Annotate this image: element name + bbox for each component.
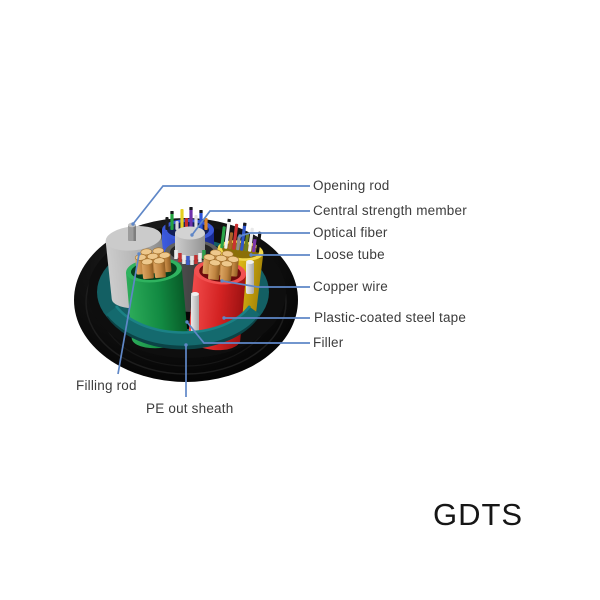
label-filling-rod: Filling rod [76, 378, 137, 393]
label-filler: Filler [313, 335, 344, 350]
label-loose-tube: Loose tube [316, 247, 385, 262]
optical-fibers-blue-tube [165, 207, 208, 230]
fiber-tips-fringe [174, 250, 206, 265]
label-optical-fiber: Optical fiber [313, 225, 388, 240]
copper-wires-red [202, 249, 240, 282]
opening-rod-shape [128, 222, 136, 241]
leader-lines [117, 185, 310, 397]
filler-rod-center-shape [191, 292, 199, 336]
label-central-strength-member: Central strength member [313, 203, 467, 218]
label-copper-wire: Copper wire [313, 279, 388, 294]
filler-rod-right-shape [246, 260, 254, 294]
label-pe-out-sheath: PE out sheath [146, 401, 234, 416]
label-plastic-coated-steel-tape: Plastic-coated steel tape [314, 310, 467, 325]
label-opening-rod: Opening rod [313, 178, 390, 193]
leader-dots [131, 222, 253, 347]
product-code: GDTS [433, 497, 524, 532]
